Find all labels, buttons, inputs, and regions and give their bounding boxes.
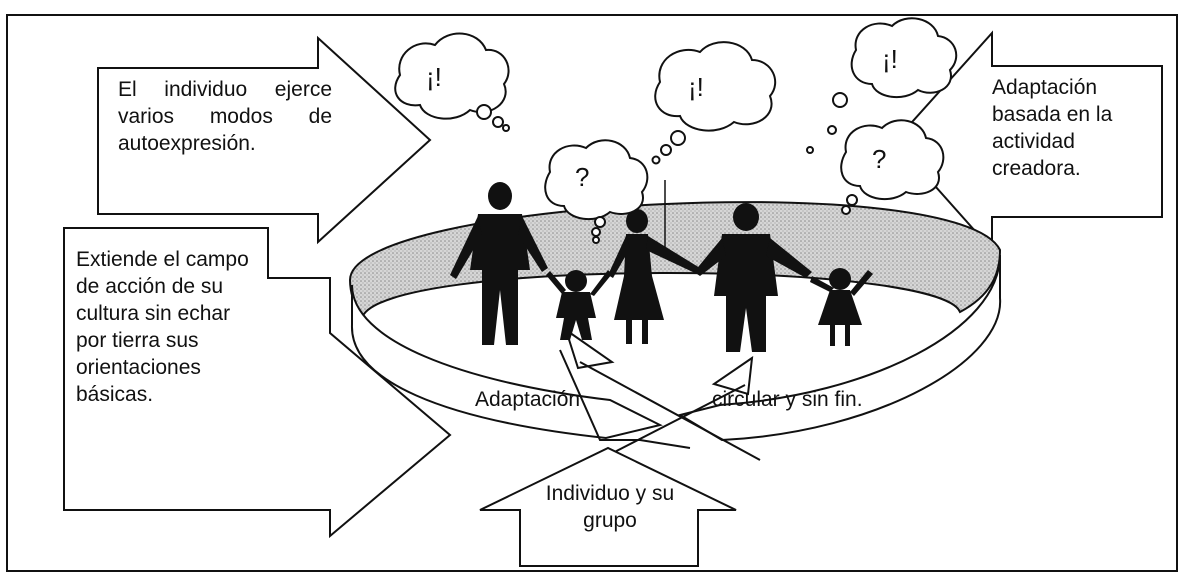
ring-label-left: Adaptación bbox=[475, 388, 581, 411]
thought-question-left: ? bbox=[575, 162, 590, 192]
bottom-arrow-text: Individuo y su grupo bbox=[545, 482, 675, 532]
thought-cloud-right-top bbox=[850, 17, 958, 99]
ring-crossing-arrow-a bbox=[559, 349, 691, 449]
left-bottom-arrow bbox=[63, 227, 452, 539]
thought-clouds bbox=[394, 17, 958, 244]
thought-exclaim-left: ¡! bbox=[426, 62, 442, 92]
ring-arrowhead-left bbox=[564, 327, 615, 370]
thought-question-right: ? bbox=[872, 144, 887, 174]
ring-label-right: circular y sin fin. bbox=[712, 388, 863, 411]
family-silhouettes bbox=[450, 182, 873, 352]
thought-exclaim-mid: ¡! bbox=[688, 72, 704, 102]
bottom-arrow bbox=[479, 446, 737, 567]
thought-cloud-left bbox=[394, 32, 510, 120]
right-arrow bbox=[893, 30, 1163, 253]
thought-cloud-right-q bbox=[840, 119, 945, 201]
left-bottom-arrow-text: Extiende el campo de acción de su cultur… bbox=[76, 248, 249, 406]
left-top-arrow-text: El individuo ejerce varios modos de auto… bbox=[118, 78, 332, 155]
thought-cloud-left-q bbox=[544, 139, 649, 221]
thought-cloud-mid bbox=[654, 41, 777, 132]
right-arrow-text: Adaptación basada en la actividad creado… bbox=[992, 76, 1113, 180]
ring-arrowhead-right bbox=[711, 355, 754, 396]
thought-exclaim-right: ¡! bbox=[882, 44, 898, 74]
left-top-arrow bbox=[97, 35, 432, 245]
